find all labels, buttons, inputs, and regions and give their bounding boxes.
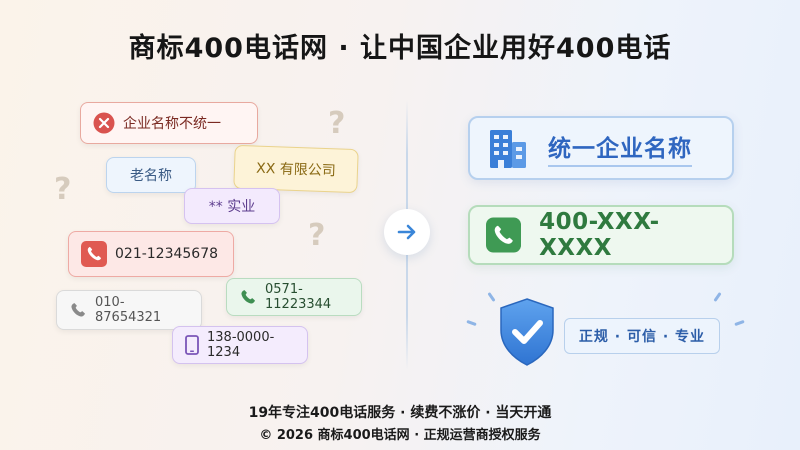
landline-tag-hangzhou: 0571-11223344	[226, 278, 362, 316]
phone-icon	[71, 303, 85, 317]
footer-slogan: 19年专注400电话服务 · 续费不涨价 · 当天开通	[248, 405, 552, 421]
landline-tag-beijing: 010-87654321	[56, 290, 202, 330]
inconsistent-name-tag: 企业名称不统一	[80, 102, 258, 144]
mobile-phone-icon	[185, 335, 199, 355]
sparkle-accent	[734, 319, 745, 327]
building-icon	[490, 130, 526, 168]
inconsistent-name-label: 企业名称不统一	[123, 116, 221, 132]
xx-company-tag: XX 有限公司	[233, 144, 359, 194]
old-name-tag: 老名称	[106, 157, 196, 193]
unified-name-label: 统一企业名称	[548, 129, 692, 167]
mobile-tag: 138-0000-1234	[172, 326, 308, 364]
number-400-label: 400-XXX-XXXX	[539, 209, 660, 261]
landline-tag-shanghai: 021-12345678	[68, 231, 234, 277]
arrow-right-icon	[397, 224, 416, 240]
industry-tag: ** 实业	[184, 188, 280, 224]
industry-label: ** 实业	[208, 199, 256, 215]
transition-arrow	[384, 209, 430, 255]
question-mark: ?	[308, 218, 326, 253]
phone-icon	[81, 241, 107, 267]
page-title: 商标400电话网 · 让中国企业用好400电话	[128, 33, 672, 64]
footer-copyright: © 2026 商标400电话网 · 正规运营商授权服务	[259, 428, 541, 443]
old-name-label: 老名称	[130, 168, 172, 184]
question-mark: ?	[328, 106, 346, 141]
trust-badge: 正规 · 可信 · 专业	[564, 318, 720, 354]
landline-number-2: 0571-11223344	[265, 282, 332, 312]
shield-check-icon	[500, 298, 554, 366]
question-mark: ?	[54, 172, 72, 207]
mobile-number: 138-0000-1234	[207, 330, 275, 360]
phone-icon	[486, 217, 522, 253]
number-400-card: 400-XXX-XXXX	[468, 205, 734, 265]
sparkle-accent	[713, 292, 722, 302]
unified-name-card: 统一企业名称	[468, 116, 734, 180]
sparkle-accent	[466, 319, 477, 327]
error-x-icon	[93, 112, 115, 134]
landline-number-1: 021-12345678	[115, 246, 219, 262]
landline-number-3: 010-87654321	[95, 295, 162, 325]
xx-company-label: XX 有限公司	[255, 160, 337, 180]
phone-icon	[241, 290, 255, 304]
